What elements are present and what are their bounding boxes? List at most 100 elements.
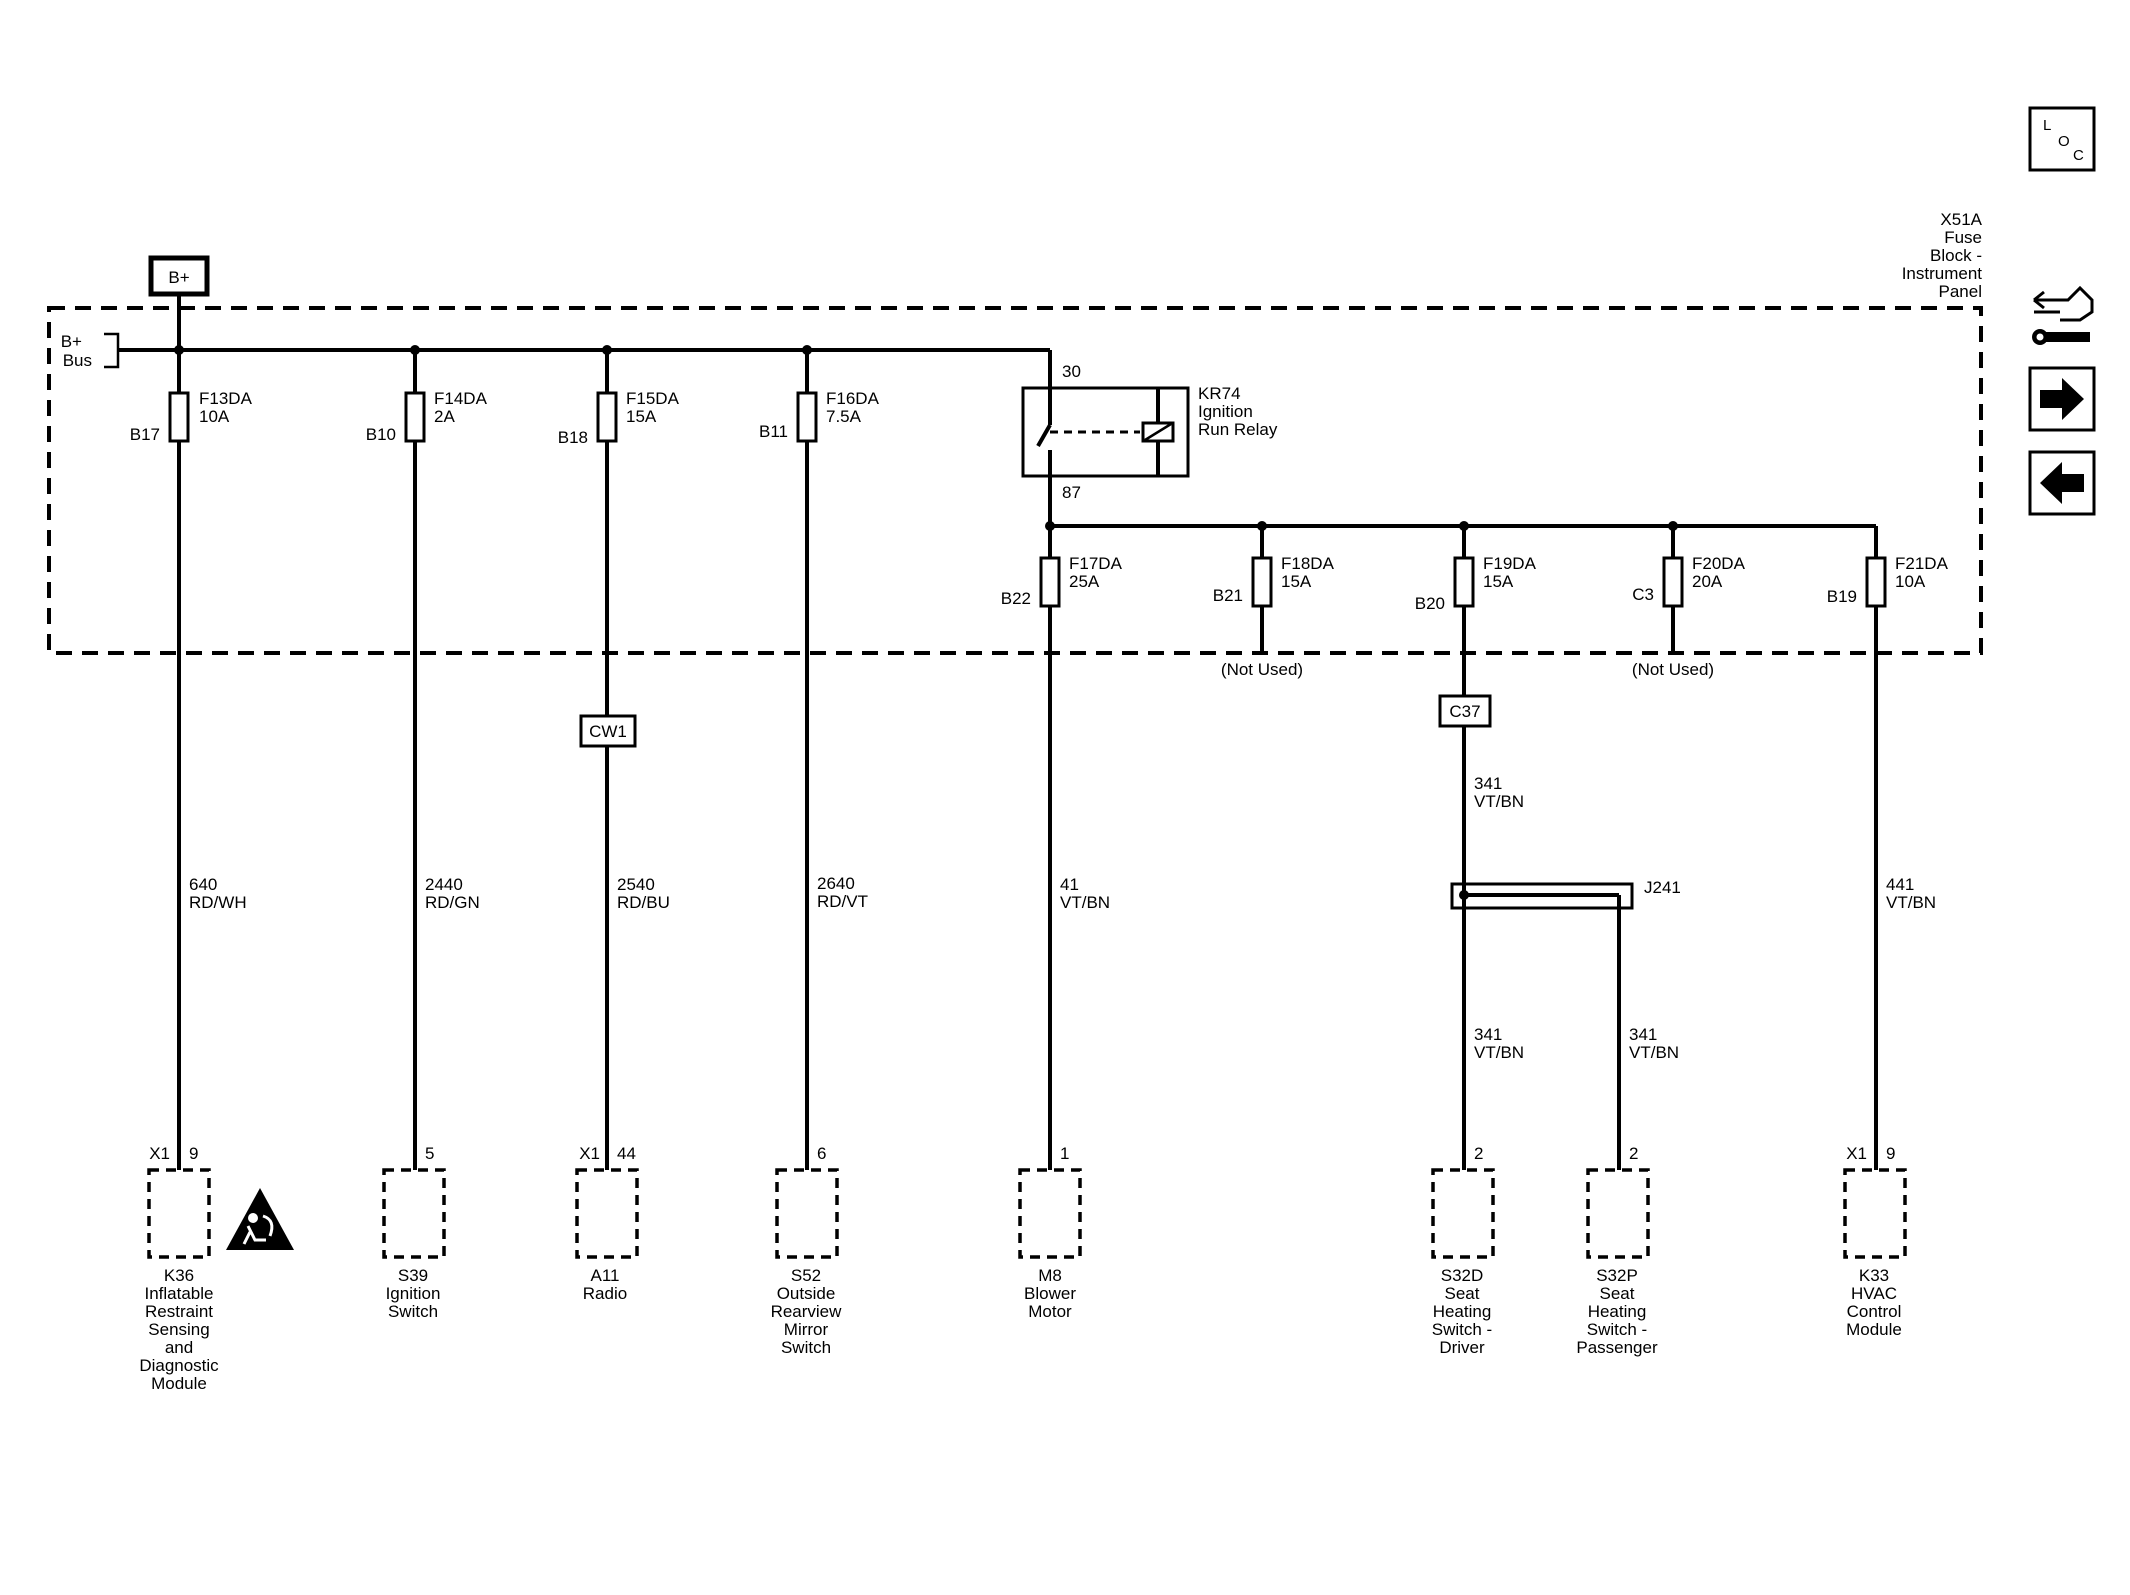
next-page-button[interactable] — [2028, 366, 2096, 432]
battery-positive-symbol: B+ — [148, 255, 210, 297]
svg-text:F13DA: F13DA — [199, 389, 253, 408]
svg-text:A11: A11 — [591, 1266, 620, 1285]
svg-text:Blower: Blower — [1024, 1284, 1076, 1303]
svg-text:640: 640 — [189, 875, 217, 894]
fuse-f14da: F14DA 2A B10 — [366, 389, 488, 444]
svg-text:Fuse: Fuse — [1944, 228, 1982, 247]
svg-text:L: L — [2043, 117, 2051, 134]
svg-text:B22: B22 — [1001, 589, 1031, 608]
wire-label: 341 VT/BN — [1629, 1025, 1679, 1062]
svg-text:20A: 20A — [1692, 572, 1723, 591]
svg-text:Ignition: Ignition — [1198, 402, 1253, 421]
svg-text:25A: 25A — [1069, 572, 1100, 591]
svg-text:and: and — [165, 1338, 193, 1357]
svg-text:9: 9 — [1886, 1144, 1895, 1163]
svg-text:B20: B20 — [1415, 594, 1445, 613]
fuse-f15da: F15DA 15A B18 — [558, 389, 680, 447]
component-s32p: 2 S32P Seat Heating Switch - Passenger — [1576, 1144, 1658, 1357]
svg-text:F16DA: F16DA — [826, 389, 880, 408]
fuse-f16da: F16DA 7.5A B11 — [759, 389, 880, 443]
svg-text:2440: 2440 — [425, 875, 463, 894]
svg-text:C3: C3 — [1632, 585, 1654, 604]
fuse-block-label: X51A Fuse Block - Instrument Panel — [1902, 210, 1983, 301]
svg-text:S32D: S32D — [1441, 1266, 1484, 1285]
previous-page-button[interactable] — [2028, 450, 2096, 516]
svg-text:F15DA: F15DA — [626, 389, 680, 408]
connector-view-button[interactable] — [2032, 285, 2094, 345]
svg-text:B+: B+ — [168, 268, 189, 287]
svg-text:KR74: KR74 — [1198, 384, 1241, 403]
connector-view-icon — [2032, 285, 2094, 345]
component-m8: 1 M8 Blower Motor — [1018, 1144, 1082, 1321]
svg-text:K33: K33 — [1859, 1266, 1889, 1285]
svg-text:B21: B21 — [1213, 586, 1243, 605]
svg-text:J241: J241 — [1644, 878, 1681, 897]
bus-label: B+ Bus — [61, 332, 120, 370]
fuse-f19da: F19DA 15A B20 — [1415, 554, 1537, 613]
svg-text:2640: 2640 — [817, 874, 855, 893]
wire-label: 441 VT/BN — [1886, 875, 1936, 912]
svg-text:Block -: Block - — [1930, 246, 1982, 265]
svg-text:C37: C37 — [1449, 702, 1480, 721]
wire-label: 2540 RD/BU — [617, 875, 670, 912]
svg-text:341: 341 — [1474, 1025, 1502, 1044]
svg-text:Switch -: Switch - — [1432, 1320, 1492, 1339]
svg-text:F17DA: F17DA — [1069, 554, 1123, 573]
svg-text:Motor: Motor — [1028, 1302, 1072, 1321]
svg-text:Seat: Seat — [1600, 1284, 1635, 1303]
svg-text:Mirror: Mirror — [784, 1320, 829, 1339]
component-k36: X1 9 K36 Inflatable Restraint Sensing an… — [139, 1144, 219, 1393]
svg-text:Driver: Driver — [1439, 1338, 1485, 1357]
svg-text:15A: 15A — [1281, 572, 1312, 591]
svg-text:9: 9 — [189, 1144, 198, 1163]
not-used-label: (Not Used) — [1632, 660, 1714, 679]
svg-text:15A: 15A — [626, 407, 657, 426]
svg-text:F18DA: F18DA — [1281, 554, 1335, 573]
next-page-icon — [2040, 378, 2084, 420]
svg-text:Panel: Panel — [1939, 282, 1982, 301]
wire-label: 341 VT/BN — [1474, 1025, 1524, 1062]
svg-text:RD/VT: RD/VT — [817, 892, 868, 911]
svg-text:Module: Module — [1846, 1320, 1902, 1339]
svg-text:2: 2 — [1474, 1144, 1483, 1163]
svg-text:S32P: S32P — [1596, 1266, 1638, 1285]
svg-text:Passenger: Passenger — [1576, 1338, 1658, 1357]
svg-text:Inflatable: Inflatable — [145, 1284, 214, 1303]
svg-text:CW1: CW1 — [589, 722, 627, 741]
svg-text:B+: B+ — [61, 332, 82, 351]
wire-label: 2640 RD/VT — [817, 874, 868, 911]
svg-text:VT/BN: VT/BN — [1474, 1043, 1524, 1062]
svg-text:RD/GN: RD/GN — [425, 893, 480, 912]
svg-text:44: 44 — [617, 1144, 636, 1163]
not-used-label: (Not Used) — [1221, 660, 1303, 679]
svg-text:Sensing: Sensing — [148, 1320, 209, 1339]
svg-text:Run Relay: Run Relay — [1198, 420, 1278, 439]
svg-text:VT/BN: VT/BN — [1474, 792, 1524, 811]
svg-text:B17: B17 — [130, 425, 160, 444]
fuse-f13da: F13DA 10A B17 — [130, 389, 253, 444]
svg-text:Module: Module — [151, 1374, 207, 1393]
fuse-block-outline — [47, 306, 1983, 655]
fuse-f20da: F20DA 20A C3 — [1632, 554, 1746, 608]
component-k33: X1 9 K33 HVAC Control Module — [1843, 1144, 1907, 1339]
svg-text:Instrument: Instrument — [1902, 264, 1983, 283]
svg-text:341: 341 — [1474, 774, 1502, 793]
wire-label: 2440 RD/GN — [425, 875, 480, 912]
svg-text:1: 1 — [1060, 1144, 1069, 1163]
loc-button[interactable]: L O C — [2028, 106, 2096, 172]
svg-text:M8: M8 — [1038, 1266, 1062, 1285]
svg-text:Switch: Switch — [781, 1338, 831, 1357]
svg-text:10A: 10A — [1895, 572, 1926, 591]
svg-text:Ignition: Ignition — [386, 1284, 441, 1303]
svg-text:Restraint: Restraint — [145, 1302, 213, 1321]
svg-text:5: 5 — [425, 1144, 434, 1163]
svg-text:X1: X1 — [149, 1144, 170, 1163]
svg-text:X1: X1 — [1846, 1144, 1867, 1163]
svg-text:B10: B10 — [366, 425, 396, 444]
svg-text:6: 6 — [817, 1144, 826, 1163]
component-s32d: 2 S32D Seat Heating Switch - Driver — [1431, 1144, 1495, 1357]
svg-text:Switch -: Switch - — [1587, 1320, 1647, 1339]
svg-text:10A: 10A — [199, 407, 230, 426]
svg-text:S52: S52 — [791, 1266, 821, 1285]
